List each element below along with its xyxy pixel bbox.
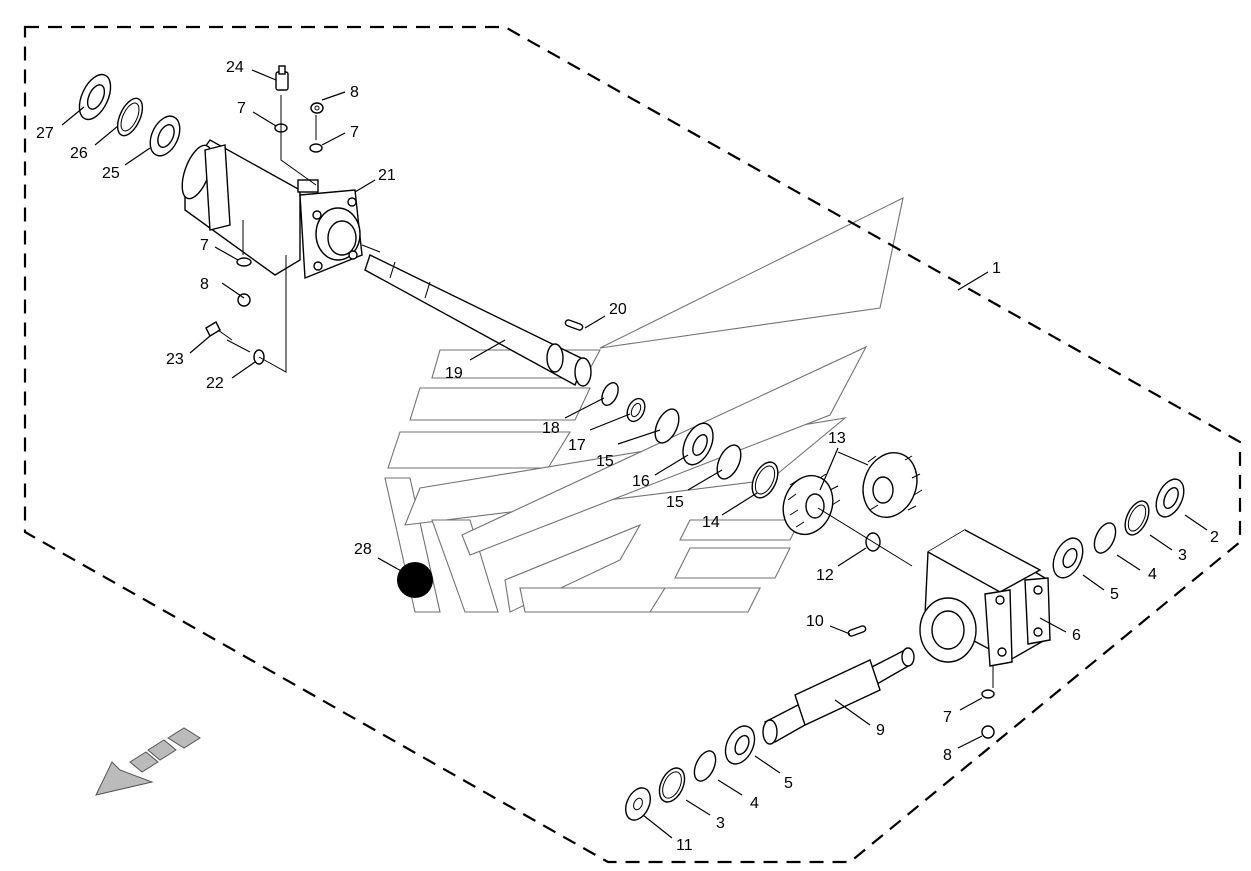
callout-27: 27 [36, 125, 54, 142]
ring-15-b [716, 444, 742, 480]
callout-24: 24 [226, 59, 244, 76]
callout-5: 5 [784, 775, 793, 792]
callout-11: 11 [676, 837, 693, 854]
nut-8-c [981, 725, 995, 739]
callout-13: 13 [828, 430, 846, 447]
seal-27 [78, 73, 112, 121]
grease-fitting-24 [275, 65, 289, 91]
upper-tube-housing [181, 139, 363, 280]
key-10 [847, 625, 867, 637]
bearing-25 [149, 115, 181, 157]
bevel-gear-13-b [862, 452, 923, 518]
callout-26: 26 [70, 145, 88, 162]
ring-3-a [1124, 500, 1150, 536]
callout-17: 17 [568, 437, 586, 454]
callout-12: 12 [816, 567, 834, 584]
callout-3: 3 [1178, 547, 1187, 564]
ring-4-b [693, 750, 717, 782]
bolt-23 [205, 321, 233, 341]
direction-arrow-icon [95, 727, 201, 796]
washer-7-b [309, 143, 323, 153]
ring-15-a [654, 408, 680, 444]
ring-17 [626, 397, 646, 423]
callout-28: 28 [354, 541, 372, 558]
callout-3: 3 [716, 815, 725, 832]
callout-4: 4 [1148, 566, 1157, 583]
bevel-gear-13-a [782, 473, 841, 536]
seal-2 [1155, 478, 1185, 518]
part-28-dot [397, 562, 433, 598]
callout-14: 14 [702, 514, 720, 531]
seal-11 [625, 787, 651, 821]
callout-8: 8 [350, 84, 359, 101]
ring-26 [116, 97, 144, 137]
callout-5: 5 [1110, 586, 1119, 603]
leader-lines [61, 69, 1208, 839]
callout-7: 7 [237, 100, 246, 117]
washer-7-c [236, 257, 252, 267]
callout-7: 7 [350, 124, 359, 141]
callout-7: 7 [200, 237, 209, 254]
callout-9: 9 [876, 722, 885, 739]
callout-labels: 1 2 3 4 5 6 7 8 9 10 11 12 13 14 15 15 1… [36, 59, 1219, 854]
ring-4-a [1093, 522, 1117, 554]
bearing-5-a [1052, 537, 1084, 579]
callout-10: 10 [806, 613, 824, 630]
callout-2: 2 [1210, 529, 1219, 546]
bearing-16 [682, 422, 714, 466]
callout-16: 16 [632, 473, 650, 490]
lower-shaft [762, 647, 915, 745]
callout-15: 15 [596, 453, 614, 470]
gearbox-housing [919, 529, 1051, 667]
callout-19: 19 [445, 365, 463, 382]
callout-7: 7 [943, 709, 952, 726]
callout-8: 8 [943, 747, 952, 764]
callout-20: 20 [609, 301, 627, 318]
callout-4: 4 [750, 795, 759, 812]
callout-23: 23 [166, 351, 184, 368]
ring-14 [751, 461, 779, 499]
key-20 [564, 319, 584, 331]
callout-1: 1 [992, 260, 1001, 277]
callout-21: 21 [378, 167, 396, 184]
bearing-5-b [724, 725, 756, 765]
callout-25: 25 [102, 165, 120, 182]
callout-8: 8 [200, 276, 209, 293]
ring-3-b [658, 767, 686, 803]
nut-8-b [237, 293, 251, 307]
callout-6: 6 [1072, 627, 1081, 644]
callout-22: 22 [206, 375, 224, 392]
upper-shaft [364, 254, 592, 387]
callout-15: 15 [666, 494, 684, 511]
nut-8-a [310, 102, 324, 114]
ring-18 [601, 382, 619, 406]
washer-7-d [981, 689, 995, 699]
callout-18: 18 [542, 420, 560, 437]
